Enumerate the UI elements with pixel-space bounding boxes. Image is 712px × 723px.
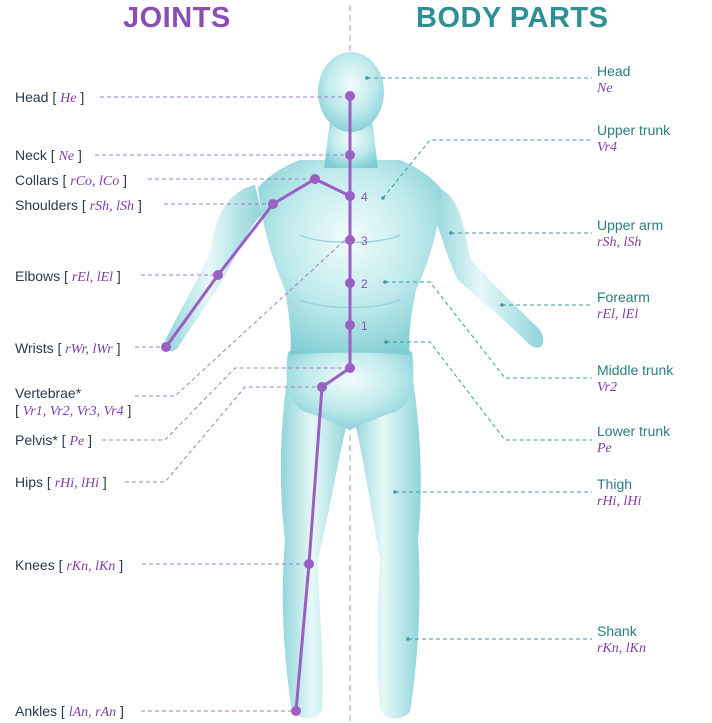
joint-name: Elbows — [15, 268, 60, 284]
part-abbr: rSh, lSh — [597, 234, 663, 251]
joint-label-collars: Collars [ rCo, lCo ] — [15, 172, 127, 190]
part-abbr: rHi, lHi — [597, 493, 641, 510]
part-abbr: Pe — [597, 440, 670, 457]
joint-label-shoulders: Shoulders [ rSh, lSh ] — [15, 197, 142, 215]
joint-vr1 — [345, 320, 355, 330]
anchor-thigh — [393, 490, 397, 494]
part-abbr: rKn, lKn — [597, 640, 646, 657]
anchor-upper-trunk — [381, 196, 385, 200]
joint-pelvis — [345, 363, 355, 373]
joint-abbr: rHi, lHi — [55, 476, 99, 491]
joint-name: Vertebrae* — [15, 385, 81, 401]
body-parts-heading: BODY PARTS — [416, 2, 608, 35]
part-name: Shank — [597, 623, 646, 640]
joint-vr2 — [345, 278, 355, 288]
joint-abbr: lAn, rAn — [69, 705, 116, 720]
part-label-thigh: Thigh rHi, lHi — [597, 476, 641, 510]
joint-name: Wrists — [15, 340, 54, 356]
part-abbr: rEl, lEl — [597, 306, 650, 323]
joint-abbr: rWr, lWr — [65, 342, 112, 357]
part-name: Upper arm — [597, 217, 663, 234]
anchor-forearm — [500, 303, 504, 307]
part-label-head: Head Ne — [597, 63, 630, 97]
anchor-shank — [406, 637, 410, 641]
joint-label-hips: Hips [ rHi, lHi ] — [15, 474, 107, 492]
part-label-lower-trunk: Lower trunk Pe — [597, 423, 670, 457]
joint-shoulder — [268, 199, 278, 209]
joint-elbow — [213, 270, 223, 280]
joint-head — [345, 91, 355, 101]
vertebra-number: 2 — [361, 277, 368, 291]
part-name: Head — [597, 63, 630, 80]
part-abbr: Vr2 — [597, 379, 673, 396]
part-name: Middle trunk — [597, 362, 673, 379]
joint-label-neck: Neck [ Ne ] — [15, 147, 82, 165]
part-label-middle-trunk: Middle trunk Vr2 — [597, 362, 673, 396]
part-label-upper-arm: Upper arm rSh, lSh — [597, 217, 663, 251]
joint-vr3 — [345, 235, 355, 245]
joint-name: Collars — [15, 172, 59, 188]
joint-collar — [310, 174, 320, 184]
joint-abbr: Vr1, Vr2, Vr3, Vr4 — [23, 404, 124, 419]
joint-abbr: Ne — [59, 149, 75, 164]
part-label-shank: Shank rKn, lKn — [597, 623, 646, 657]
joint-abbr: rSh, lSh — [90, 199, 134, 214]
anchor-middle-trunk — [383, 280, 387, 284]
joint-name: Hips — [15, 474, 43, 490]
joint-label-vertebrae: Vertebrae* — [15, 385, 81, 401]
joint-name: Knees — [15, 557, 55, 573]
joint-ankle — [291, 706, 301, 716]
joint-name: Ankles — [15, 703, 57, 719]
part-abbr: Ne — [597, 80, 630, 97]
joint-neck — [345, 150, 355, 160]
joint-wrist — [161, 342, 171, 352]
vertebra-number: 1 — [361, 319, 368, 333]
anchor-upper-arm — [449, 231, 453, 235]
joint-name: Shoulders — [15, 197, 78, 213]
joint-label-elbows: Elbows [ rEl, lEl ] — [15, 268, 121, 286]
part-name: Upper trunk — [597, 122, 670, 139]
joint-name: Pelvis* — [15, 432, 58, 448]
joint-label-ankles: Ankles [ lAn, rAn ] — [15, 703, 124, 721]
anchor-lower-trunk — [384, 340, 388, 344]
part-abbr: Vr4 — [597, 139, 670, 156]
vertebra-number: 4 — [361, 190, 368, 204]
joint-abbr: Pe — [69, 434, 84, 449]
part-name: Lower trunk — [597, 423, 670, 440]
joint-label-head: Head [ He ] — [15, 89, 84, 107]
joint-label-wrists: Wrists [ rWr, lWr ] — [15, 340, 121, 358]
joint-label-vertebrae-abbr: [ Vr1, Vr2, Vr3, Vr4 ] — [15, 402, 131, 420]
anchor-head — [365, 76, 369, 80]
vertebra-number: 3 — [361, 234, 368, 248]
joint-abbr: rCo, lCo — [70, 174, 119, 189]
joint-name: Neck — [15, 147, 47, 163]
part-name: Forearm — [597, 289, 650, 306]
joint-label-knees: Knees [ rKn, lKn ] — [15, 557, 123, 575]
joint-knee — [304, 559, 314, 569]
mannequin-body — [165, 52, 543, 718]
joints-heading: JOINTS — [123, 2, 231, 35]
joint-name: Head — [15, 89, 48, 105]
joint-hip — [317, 382, 327, 392]
joint-vr4 — [345, 191, 355, 201]
joint-abbr: rEl, lEl — [72, 270, 113, 285]
part-label-forearm: Forearm rEl, lEl — [597, 289, 650, 323]
part-name: Thigh — [597, 476, 641, 493]
joint-abbr: He — [60, 91, 76, 106]
joint-label-pelvis: Pelvis* [ Pe ] — [15, 432, 92, 450]
part-label-upper-trunk: Upper trunk Vr4 — [597, 122, 670, 156]
left-arm — [430, 188, 543, 348]
joint-abbr: rKn, lKn — [66, 559, 115, 574]
